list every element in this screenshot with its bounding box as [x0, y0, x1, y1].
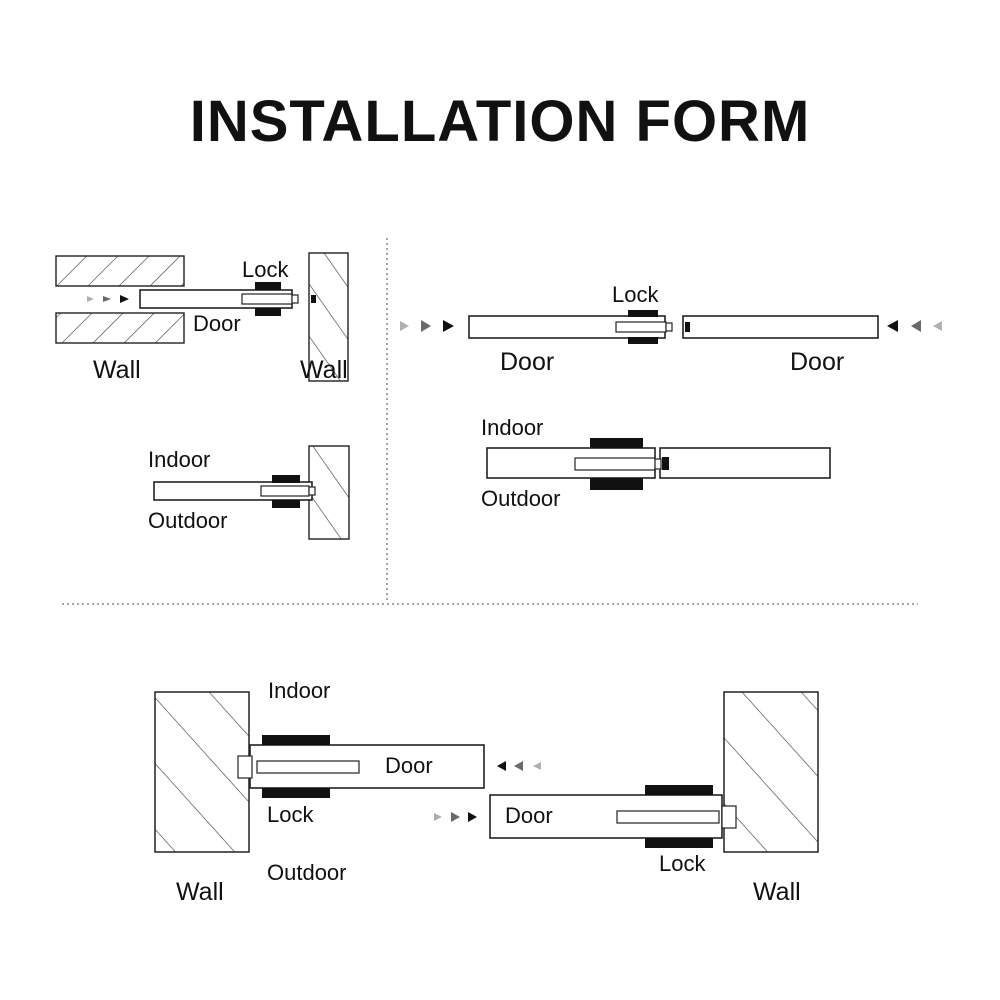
push-arrows-bottom [434, 812, 477, 822]
label-indoor: Indoor [148, 447, 210, 472]
lock-bolt [256, 760, 360, 774]
push-arrows [87, 295, 129, 303]
strike-plate [662, 457, 669, 470]
arrow-icon [120, 295, 129, 303]
arrow-icon [103, 296, 111, 302]
lock-block-bottom [590, 478, 643, 490]
lock-block-bottom [272, 500, 300, 508]
lock-bolt-tip [291, 294, 299, 304]
label-wall-left: Wall [93, 356, 141, 384]
lock-bolt-tip [665, 322, 673, 332]
door-right [682, 315, 879, 339]
label-lock-right: Lock [659, 851, 706, 876]
arrow-icon [514, 761, 523, 771]
lock-bolt [616, 810, 720, 824]
wall-block-small [308, 445, 350, 540]
label-lock: Lock [242, 257, 289, 282]
label-outdoor: Outdoor [267, 860, 347, 885]
lock-block-top [590, 438, 643, 448]
label-outdoor: Outdoor [481, 486, 561, 511]
label-indoor: Indoor [268, 678, 330, 703]
panel-bottom: Indoor Door Lock Outdoor Door Lock Wall … [154, 678, 819, 906]
wall-right-block [308, 252, 349, 382]
label-door: Door [193, 311, 241, 336]
strike-plate [311, 295, 316, 303]
push-arrows-top [497, 761, 541, 771]
lock-bolt-tip [654, 458, 662, 470]
arrow-icon [87, 296, 94, 302]
lock-bolt-tip [308, 486, 316, 496]
arrow-icon [443, 320, 454, 332]
arrow-icon [533, 762, 541, 770]
arrow-icon [434, 813, 442, 821]
strike-plate [685, 322, 690, 332]
lock-bolt [241, 293, 293, 305]
wall-left-block [154, 691, 250, 853]
label-wall-right: Wall [753, 878, 801, 906]
page-title: INSTALLATION FORM [189, 89, 811, 154]
lock-block-top [255, 282, 281, 290]
lock-block-bottom [255, 308, 281, 316]
label-outdoor: Outdoor [148, 508, 228, 533]
push-arrows-right [887, 320, 942, 332]
label-lock: Lock [612, 282, 659, 307]
lock-bolt [574, 457, 656, 471]
push-arrows-left [400, 320, 454, 332]
wall-slab-top [55, 255, 185, 287]
lock-bolt [260, 485, 310, 497]
panel-top-right: Lock Door Door Indoor Outdoor [400, 282, 942, 511]
arrow-icon [497, 761, 506, 771]
lock-block-bottom [262, 788, 330, 798]
lock-block-bottom [628, 337, 658, 344]
arrow-icon [911, 320, 921, 332]
lock-block-top [272, 475, 300, 483]
lock-block-bottom [645, 838, 713, 848]
label-door-top: Door [385, 753, 433, 778]
label-door-left: Door [500, 348, 554, 376]
panel-top-left: Lock Door Wall Wall Indoor Outdoor [55, 252, 350, 540]
arrow-icon [887, 320, 898, 332]
lock-block-top [262, 735, 330, 745]
wall-slab-bottom [55, 312, 185, 344]
arrow-icon [421, 320, 431, 332]
label-lock-left: Lock [267, 802, 314, 827]
arrow-icon [451, 812, 460, 822]
label-indoor: Indoor [481, 415, 543, 440]
arrow-icon [468, 812, 477, 822]
arrow-icon [400, 321, 409, 331]
door-right-small [659, 447, 831, 479]
lock-block-top [628, 310, 658, 317]
strike-plate [721, 805, 737, 829]
strike-plate [237, 755, 253, 779]
arrow-icon [933, 321, 942, 331]
label-wall-right: Wall [300, 356, 348, 384]
label-wall-left: Wall [176, 878, 224, 906]
wall-right-block [723, 691, 819, 853]
lock-block-top [645, 785, 713, 795]
lock-bolt [615, 321, 667, 333]
label-door-right: Door [790, 348, 844, 376]
label-door-bottom: Door [505, 803, 553, 828]
